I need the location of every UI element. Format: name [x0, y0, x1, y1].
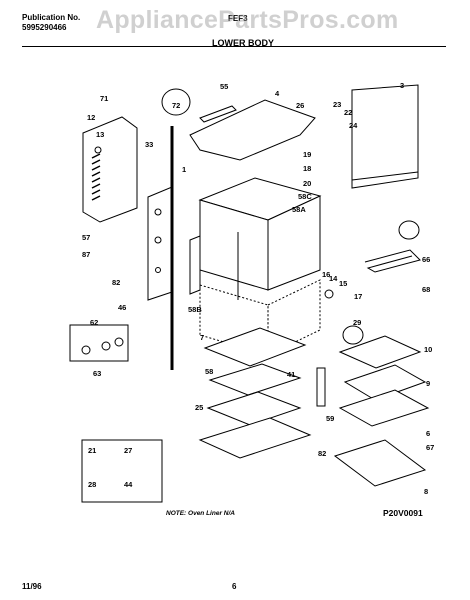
- callout-label: 19: [303, 150, 311, 159]
- callout-label: 58B: [188, 305, 202, 314]
- note-text: NOTE: Oven Liner N/A: [166, 510, 235, 517]
- callout-label: 72: [172, 101, 180, 110]
- inset-callout-label: 44: [124, 480, 133, 489]
- callout-label: 29: [353, 318, 361, 327]
- top-panel: [189, 99, 316, 161]
- callout-label: 55: [220, 82, 228, 91]
- callout-label: 13: [96, 130, 104, 139]
- oven-floor: [198, 327, 312, 459]
- callout-label: 4: [275, 89, 280, 98]
- header-rule: [22, 46, 446, 47]
- callout-label: 6: [426, 429, 430, 438]
- side-panel: [82, 116, 138, 223]
- callout-label: 71: [100, 94, 108, 103]
- callout-label: 67: [426, 443, 434, 452]
- broiler-pan: [333, 335, 430, 487]
- watermark: AppliancePartsPros.com: [96, 6, 399, 34]
- callout-label: 17: [354, 292, 362, 301]
- callout-label: 82: [112, 278, 120, 287]
- model-number: FEF3: [228, 14, 248, 23]
- callout-label: 24: [349, 121, 358, 130]
- diagram-code: P20V0091: [383, 508, 423, 518]
- back-panel: [351, 84, 419, 189]
- callout-label: 20: [303, 179, 311, 188]
- small-parts: [161, 88, 420, 407]
- callout-label: 58A: [292, 205, 306, 214]
- callout-label: 82: [318, 449, 326, 458]
- publication-label: Publication No.: [22, 13, 81, 22]
- oven-box: [189, 177, 322, 300]
- callout-label: 9: [426, 379, 430, 388]
- callout-label: 46: [118, 303, 126, 312]
- callout-label: 14: [329, 274, 338, 283]
- callout-label: 59: [326, 414, 334, 423]
- callout-label: 3: [400, 81, 404, 90]
- footer-page: 6: [232, 582, 237, 591]
- callout-label: 23: [333, 100, 341, 109]
- callout-label: 58C: [298, 192, 312, 201]
- publication-number: 5995290466: [22, 23, 67, 32]
- footer-date: 11/96: [22, 582, 42, 591]
- callout-label: 16: [322, 270, 330, 279]
- inset-callout-label: 28: [88, 480, 96, 489]
- callout-label: 87: [82, 250, 90, 259]
- control-bracket: [147, 186, 173, 301]
- gas-valve-block: [69, 324, 129, 362]
- callout-label: 10: [424, 345, 432, 354]
- callout-label: 8: [424, 487, 428, 496]
- callout-label: 26: [296, 101, 304, 110]
- inset-callout-label: 27: [124, 446, 132, 455]
- callout-label: 62: [90, 318, 98, 327]
- callout-label: 66: [422, 255, 430, 264]
- callout-label: 33: [145, 140, 153, 149]
- callout-label: 25: [195, 403, 203, 412]
- callout-label: 41: [287, 370, 295, 379]
- callout-label: 57: [82, 233, 90, 242]
- callout-label: 63: [93, 369, 101, 378]
- callout-label: 15: [339, 279, 347, 288]
- callout-label: 1: [182, 165, 186, 174]
- inset-callout-label: 21: [88, 446, 96, 455]
- callout-label: 12: [87, 113, 95, 122]
- inset-box: [81, 439, 163, 503]
- broil-element: [364, 249, 421, 273]
- callout-label: 7: [200, 333, 204, 342]
- callout-label: 18: [303, 164, 311, 173]
- section-title: LOWER BODY: [212, 38, 274, 48]
- callout-label: 58: [205, 367, 213, 376]
- callout-label: 22: [344, 108, 352, 117]
- callout-label: 68: [422, 285, 430, 294]
